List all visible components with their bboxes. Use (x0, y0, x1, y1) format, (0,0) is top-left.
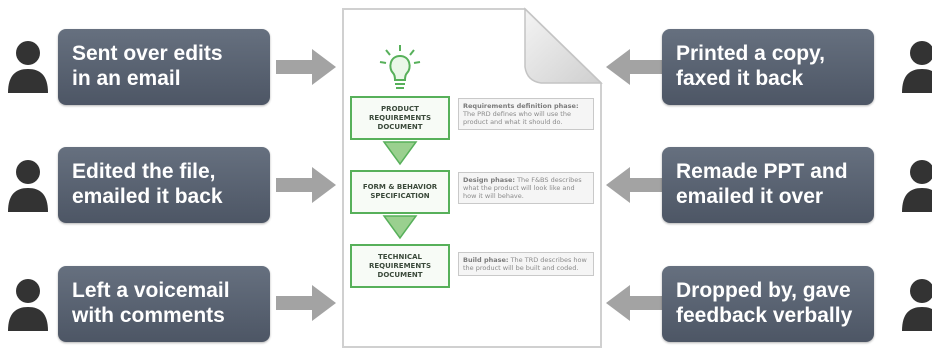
card-line: emailed it over (676, 185, 824, 208)
down-arrow-icon (382, 215, 418, 240)
right-arrow-icon (276, 49, 336, 85)
phase-text: The PRD defines who will use the product… (463, 110, 571, 126)
card-line: Sent over edits (72, 42, 223, 65)
person-icon (8, 160, 48, 212)
down-arrow-icon (382, 141, 418, 166)
left-arrow-icon (606, 167, 666, 203)
person-icon (902, 160, 932, 212)
phase-title: Requirements definition phase: (463, 102, 579, 110)
step-card-email-edits: Sent over edits in an email (58, 29, 270, 105)
phase-text: The TRD describes how the product will b… (463, 256, 587, 272)
person-icon (902, 41, 932, 93)
person-icon (8, 279, 48, 331)
phase-description-requirements: Requirements definition phase: The PRD d… (458, 98, 594, 130)
phase-title: Design phase: (463, 176, 515, 184)
card-line: with comments (72, 304, 225, 327)
step-card-voicemail: Left a voicemail with comments (58, 266, 270, 342)
person-icon (8, 41, 48, 93)
card-line: feedback verbally (676, 304, 853, 327)
card-line: Edited the file, (72, 160, 216, 183)
person-icon (902, 279, 932, 331)
step-card-edited-file: Edited the file, emailed it back (58, 147, 270, 223)
stage-box-fbs: FORM & BEHAVIOR SPECIFICATION (350, 170, 450, 214)
right-arrow-icon (276, 167, 336, 203)
phase-description-build: Build phase: The TRD describes how the p… (458, 252, 594, 276)
card-line: emailed it back (72, 185, 223, 208)
left-arrow-icon (606, 49, 666, 85)
stage-box-trd: TECHNICAL REQUIREMENTS DOCUMENT (350, 244, 450, 288)
card-line: in an email (72, 67, 181, 90)
card-line: Dropped by, gave (676, 279, 851, 302)
lightbulb-icon (379, 45, 421, 89)
right-arrow-icon (276, 285, 336, 321)
step-card-remade-ppt: Remade PPT and emailed it over (662, 147, 874, 223)
phase-title: Build phase: (463, 256, 509, 264)
card-line: Printed a copy, (676, 42, 825, 65)
phase-text: The F&BS describes what the product will… (463, 176, 582, 200)
card-line: Remade PPT and (676, 160, 848, 183)
step-card-printed-copy: Printed a copy, faxed it back (662, 29, 874, 105)
left-arrow-icon (606, 285, 666, 321)
phase-description-design: Design phase: The F&BS describes what th… (458, 172, 594, 204)
card-line: Left a voicemail (72, 279, 230, 302)
step-card-dropped-by: Dropped by, gave feedback verbally (662, 266, 874, 342)
stage-box-prd: PRODUCT REQUIREMENTS DOCUMENT (350, 96, 450, 140)
card-line: faxed it back (676, 67, 804, 90)
